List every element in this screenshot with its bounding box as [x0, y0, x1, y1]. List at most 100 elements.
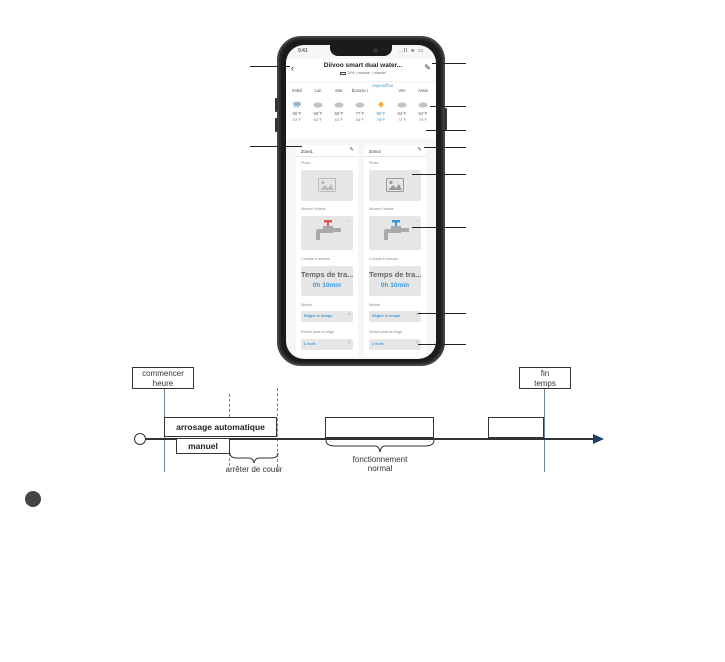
normal-line2: normal [367, 464, 393, 473]
callout-line [418, 344, 466, 345]
day-name: Soleil [291, 88, 303, 93]
day-name: Épouse r [351, 88, 369, 93]
app-header: ‹ Diivoo smart dual water... 79% | manue… [286, 59, 436, 81]
zone-card-2: Zone2 ✎ Photo Allumer l'étatné ≈ Compte … [364, 145, 426, 357]
countdown-panel[interactable]: Temps de tra... 0h 10min [301, 266, 353, 296]
day-low: 78°F [418, 117, 428, 122]
edit-zone-icon[interactable]: ✎ [417, 147, 422, 153]
status-bar: 9:41 ..ll ≋ ▭ [286, 48, 436, 56]
day-low: 78°F [376, 117, 386, 122]
forecast-day: Lun 68°F 64°F [309, 83, 327, 122]
zone-name: Zone1 [301, 149, 313, 154]
set-time-button[interactable]: Régler le temps › [369, 311, 421, 322]
weather-forecast: Soleil 66°F 63°F Lun 68°F 64°F Mar 68°F … [286, 83, 436, 139]
battery-level: 79% [347, 71, 355, 75]
power-button [444, 108, 447, 130]
cloud-icon [313, 102, 323, 108]
chevron-right-icon: › [416, 340, 418, 346]
wifi-icon: ≈ [415, 218, 418, 223]
run-box [488, 417, 544, 438]
normal-line1: fonctionnement [352, 455, 408, 464]
callout-line [424, 147, 466, 148]
timer-label: Minuté [369, 303, 380, 307]
callout-line [412, 174, 466, 175]
day-high: 68°F [334, 111, 344, 116]
zone-photo[interactable] [301, 170, 353, 201]
day-high: 68°F [313, 111, 323, 116]
zone-header: Zone2 ✎ [364, 145, 426, 157]
bullet-dot [25, 491, 41, 507]
zone1-mode: manuel [358, 71, 371, 75]
notch [330, 45, 392, 56]
start-time-label: commencer heure [132, 367, 194, 389]
day-name: Lun [314, 88, 322, 93]
rain-delay-label: Retard pluie et neige [369, 330, 403, 334]
day-name: Ven [398, 88, 406, 93]
volume-down-button [275, 118, 278, 132]
forecast-day: Soleil 66°F 63°F [288, 83, 306, 122]
countdown-label: Compte à rebours [301, 257, 330, 261]
rain-delay-button[interactable]: L'écrit › [369, 339, 421, 350]
back-icon[interactable]: ‹ [291, 63, 294, 73]
day-low: 64°F [334, 117, 344, 122]
image-placeholder-icon [318, 178, 336, 192]
timeline-axis [146, 438, 596, 440]
valve-toggle[interactable]: ≈ [369, 216, 421, 250]
day-low: 68°F [355, 117, 365, 122]
status-signal: ..ll ≋ ▭ [399, 48, 424, 54]
manual-box: manuel [176, 438, 230, 454]
normal-run-box [325, 417, 434, 438]
end-time-line1: fin [540, 369, 550, 378]
forecast-day: Ven 84°F 72°F [393, 83, 411, 122]
rain-delay-button[interactable]: L'écrit › [301, 339, 353, 350]
end-marker-line [544, 388, 545, 472]
countdown-title: Temps de tra... [369, 270, 421, 279]
photo-label: Photo [301, 161, 311, 165]
timeline-arrow-icon [593, 434, 604, 444]
timer-label: Minuté [301, 303, 312, 307]
day-low: 63°F [292, 117, 302, 122]
end-time-line2: temps [534, 379, 556, 388]
countdown-label: Compte à rebours [369, 257, 398, 261]
stop-label: arrêter de courir [225, 465, 283, 474]
cloud-icon [355, 102, 365, 108]
tap-icon [384, 220, 409, 240]
cloud-icon [418, 102, 428, 108]
normal-brace [325, 439, 435, 453]
timeline-start-circle [134, 433, 146, 445]
set-time-label: Régler le temps [372, 314, 401, 318]
valve-toggle[interactable]: ≈ [301, 216, 353, 250]
countdown-panel[interactable]: Temps de tra... 0h 10min [369, 266, 421, 296]
wifi-icon: ≈ [347, 218, 350, 223]
start-time-line2: heure [152, 379, 174, 388]
status-time: 9:41 [298, 48, 308, 54]
cloud-icon [334, 102, 344, 108]
zone-photo[interactable] [369, 170, 421, 201]
day-high: 66°F [292, 111, 302, 116]
countdown-value: 0h 10min [312, 282, 342, 289]
callout-line [432, 63, 466, 64]
day-high: 84°F [397, 111, 407, 116]
zone2-mode: manuel [374, 71, 386, 75]
day-high: 77°F [355, 111, 365, 116]
normal-operation-label: fonctionnement normal [325, 455, 435, 473]
tap-icon [316, 220, 341, 240]
day-name: Mar [335, 88, 343, 93]
day-name: Assis [417, 88, 428, 93]
day-high: 85°F [376, 111, 386, 116]
camera [373, 48, 378, 53]
callout-line [250, 66, 290, 67]
end-time-label: fin temps [519, 367, 571, 389]
edit-zone-icon[interactable]: ✎ [349, 147, 354, 153]
set-time-button[interactable]: Régler le temps › [301, 311, 353, 322]
forecast-day: Mar 68°F 64°F [330, 83, 348, 122]
zone-name: Zone2 [369, 149, 381, 154]
zone-header: Zone1 ✎ [296, 145, 358, 157]
edit-icon[interactable]: ✎ [424, 63, 431, 72]
volume-up-button [275, 98, 278, 112]
callout-line [418, 313, 466, 314]
battery-icon [340, 71, 347, 75]
valve-label: Allumer l'étatné [369, 207, 394, 211]
forecast-day-today: Aujourd'hui 85°F 78°F [372, 83, 393, 122]
chevron-right-icon: › [348, 312, 350, 318]
